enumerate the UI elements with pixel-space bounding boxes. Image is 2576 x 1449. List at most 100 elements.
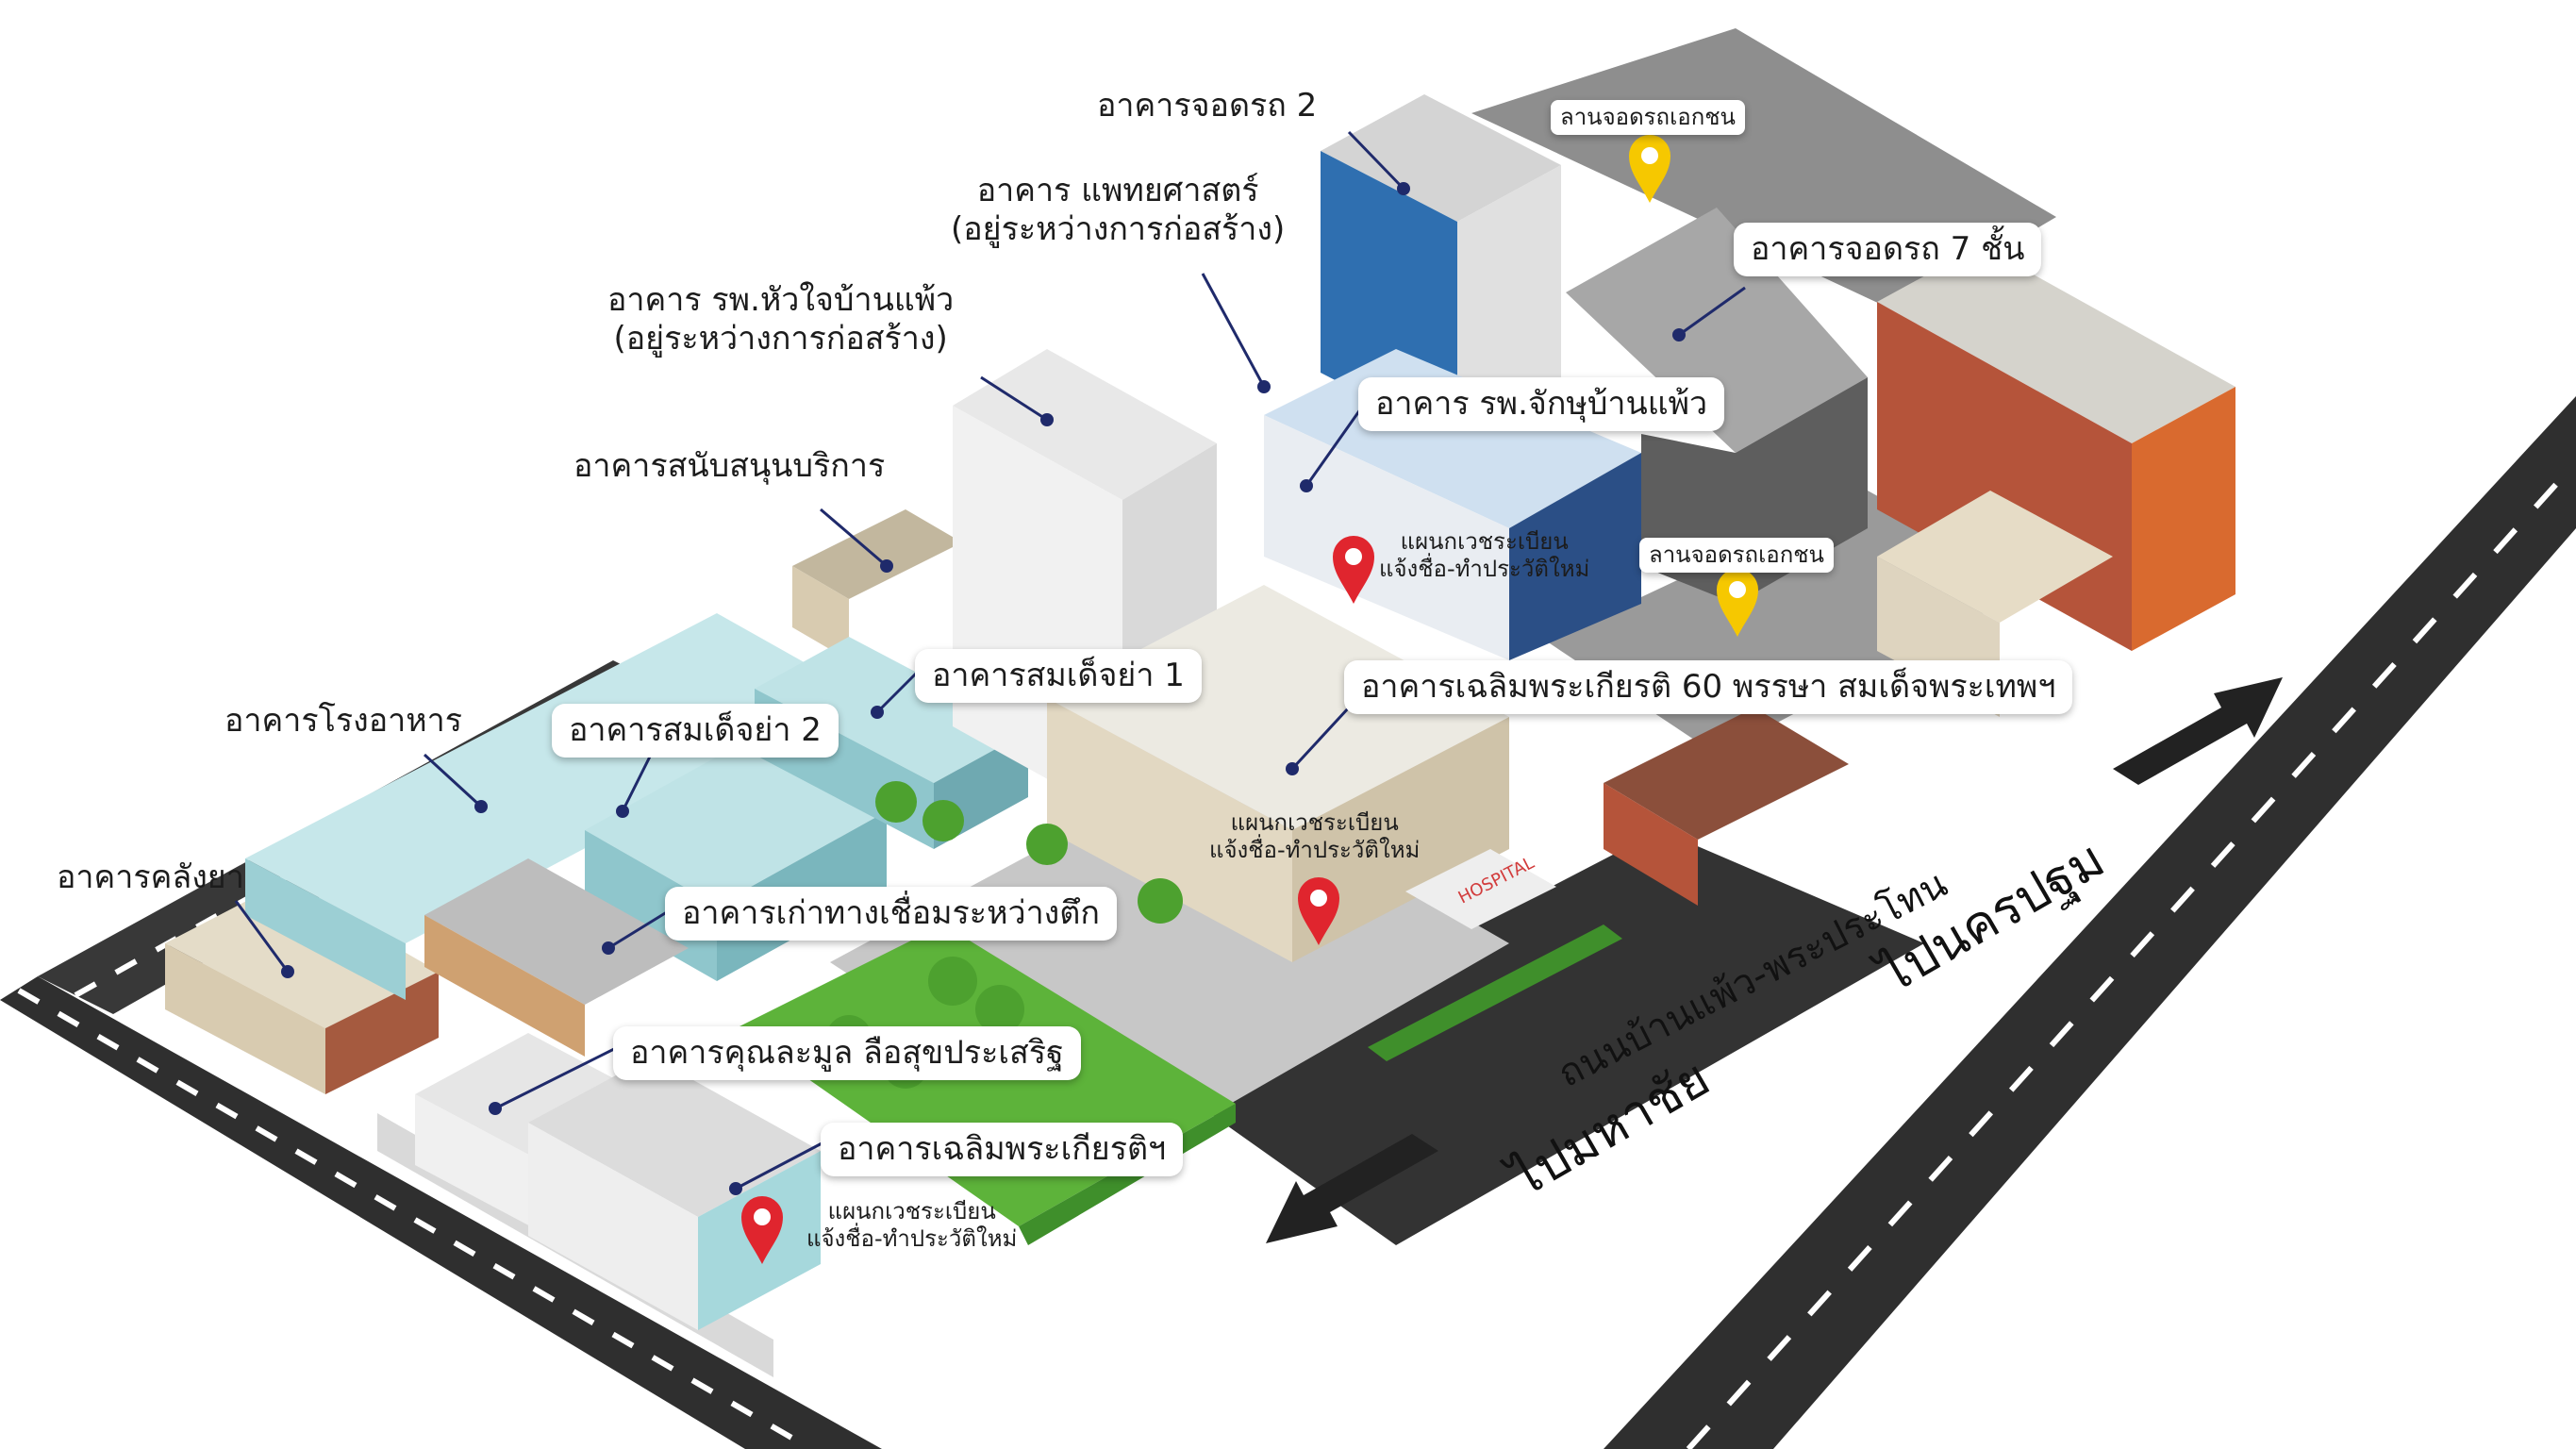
label-eye-hospital-building: อาคาร รพ.จักษุบ้านแพ้ว xyxy=(1358,377,1725,432)
road-dash xyxy=(532,1286,556,1303)
label-old-link-building: อาคารเก่าทางเชื่อมระหว่างตึก xyxy=(665,887,1117,941)
map-pin-yellow-icon[interactable] xyxy=(1717,569,1758,637)
chalerm60-building-left xyxy=(1047,698,1292,962)
main-road xyxy=(1604,396,2576,1449)
road-dash xyxy=(334,1171,357,1189)
label-heart-hospital-building: อาคาร รพ.หัวใจบ้านแพ้ว(อยู่ระหว่างการก่อ… xyxy=(607,281,955,358)
label-chalerm-phrakiat-building: อาคารเฉลิมพระเกียรติฯ xyxy=(821,1123,1184,1177)
leader-dot xyxy=(489,1102,502,1115)
registration-pin-3[interactable] xyxy=(741,1196,783,1264)
tree xyxy=(975,985,1024,1034)
road-dash xyxy=(611,1331,635,1349)
map-pin-red-icon[interactable] xyxy=(741,1196,783,1264)
label-khunlamun-building: อาคารคุณละมูล ลือสุขประเสริฐ xyxy=(613,1026,1081,1081)
eye-hospital-left xyxy=(1264,415,1509,660)
road-dash xyxy=(57,1010,80,1028)
road-dash xyxy=(690,1377,714,1394)
tree xyxy=(928,957,977,1006)
label-parking-7-storey: อาคารจอดรถ 7 ชั้น xyxy=(1734,223,2042,277)
leader-line xyxy=(1305,405,1365,487)
label-registration-3: แผนกเวชระเบียนแจ้งชื่อ-ทำประวัติใหม่ xyxy=(806,1198,1018,1253)
leader-line xyxy=(875,668,922,714)
road-dash xyxy=(572,1308,595,1325)
road-dash xyxy=(215,1102,239,1120)
somdet2-building-left xyxy=(585,830,717,981)
road-dash xyxy=(96,1034,120,1051)
leader-line xyxy=(820,508,888,568)
tree xyxy=(875,781,917,823)
label-canteen-building: อาคารโรงอาหาร xyxy=(224,702,463,740)
leader-lines xyxy=(234,130,1746,1195)
road-dash xyxy=(1969,1110,1994,1138)
pharmacy-building-left xyxy=(165,943,325,1094)
road-dash xyxy=(2412,617,2437,644)
front-road xyxy=(0,976,882,1449)
label-somdet-ya-1: อาคารสมเด็จย่า 1 xyxy=(915,649,1202,704)
tree xyxy=(1138,878,1183,924)
leader-line xyxy=(1347,130,1405,191)
campus-front-street xyxy=(1170,830,1924,1245)
road-dash xyxy=(2493,527,2518,555)
support-building-roof xyxy=(792,509,962,599)
front-hedge xyxy=(1368,924,1622,1061)
road-dash xyxy=(2210,841,2235,868)
arrow-left-icon xyxy=(1266,1134,1438,1243)
private-parking-pin-2[interactable] xyxy=(1717,569,1758,637)
label-private-parking-north: ลานจอดรถเอกชน xyxy=(1551,100,1745,136)
leader-line xyxy=(1201,273,1266,388)
road-dash xyxy=(1726,1379,1752,1407)
arrow-right-icon xyxy=(2113,677,2283,785)
leader-dot xyxy=(602,941,615,955)
heart-tower-roof xyxy=(953,349,1217,500)
leader-dot xyxy=(871,706,884,719)
road-dash xyxy=(2371,661,2397,689)
label-pharmacy-warehouse: อาคารคลังยา xyxy=(57,858,244,896)
road-dash xyxy=(1767,1335,1792,1361)
leader-line xyxy=(494,1045,619,1110)
leader-dot xyxy=(1300,479,1313,492)
leader-line xyxy=(621,754,653,812)
pharmacy-building-roof xyxy=(165,882,439,1028)
registration-pin-2[interactable] xyxy=(1298,877,1339,945)
label-private-parking-east: ลานจอดรถเอกชน xyxy=(1639,538,1834,574)
road-dash xyxy=(1887,1200,1913,1227)
road-dash xyxy=(294,1148,318,1165)
road-dash xyxy=(255,1125,278,1142)
brick-tower-right xyxy=(2132,387,2235,651)
road-dash xyxy=(2130,931,2155,958)
road-dash xyxy=(114,958,138,975)
leader-line xyxy=(423,753,483,808)
road-dash xyxy=(413,1217,437,1234)
label-registration-1: แผนกเวชระเบียนแจ้งชื่อ-ทำประวัติใหม่ xyxy=(1379,528,1590,583)
label-support-services-building: อาคารสนับสนุนบริการ xyxy=(573,447,886,485)
shophouse-roof xyxy=(1604,708,1849,840)
chalerm-building-left xyxy=(528,1123,698,1330)
registration-pin-1[interactable] xyxy=(1333,536,1374,604)
direction-arrows xyxy=(1266,677,2283,1243)
road-dash xyxy=(2332,707,2356,734)
canteen-building-roof xyxy=(245,613,868,943)
map-pin-yellow-icon[interactable] xyxy=(1629,135,1670,203)
road-dash xyxy=(2008,1065,2034,1092)
leader-dot xyxy=(729,1182,742,1195)
road-dash xyxy=(74,981,97,998)
road-dash xyxy=(374,1194,397,1211)
leader-line xyxy=(735,1140,826,1191)
somdet1-building-roof xyxy=(755,637,1028,783)
private-parking-pin-1[interactable] xyxy=(1629,135,1670,203)
leader-dot xyxy=(1672,328,1686,341)
road-dash xyxy=(770,1424,793,1441)
leader-dot xyxy=(1397,182,1410,195)
map-pin-red-icon[interactable] xyxy=(1333,536,1374,604)
chalerm60-building-roof xyxy=(1047,585,1509,830)
road-dash xyxy=(17,988,41,1005)
road-dash xyxy=(1928,1155,1953,1182)
buildings-layer xyxy=(165,94,2235,1330)
old-link-building-left xyxy=(424,915,585,1057)
label-medical-building: อาคาร แพทยศาสตร์(อยู่ระหว่างการก่อสร้าง) xyxy=(951,172,1286,249)
map-pin-red-icon[interactable] xyxy=(1298,877,1339,945)
road-dash xyxy=(2049,1021,2074,1048)
leader-line xyxy=(980,375,1048,422)
